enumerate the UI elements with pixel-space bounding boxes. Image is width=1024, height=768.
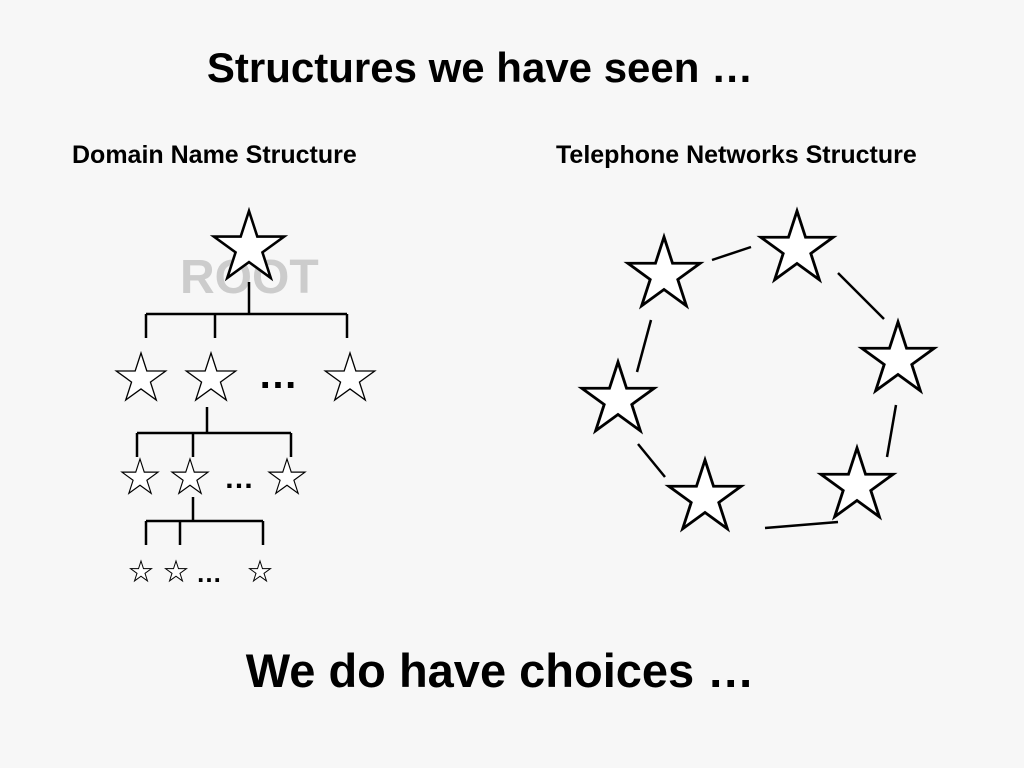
slide-title: Structures we have seen …	[206, 44, 754, 91]
network-node-star	[862, 322, 934, 391]
telephone-networks-structure-heading: Telephone Networks Structure	[556, 141, 917, 169]
domain-tree: ROOT … …	[116, 211, 374, 588]
level2-star	[172, 459, 208, 493]
level2-ellipsis: …	[224, 462, 254, 495]
level2-star	[122, 459, 158, 493]
telephone-ring	[582, 211, 934, 529]
level3-ellipsis: …	[196, 558, 222, 588]
level1-star	[116, 353, 165, 400]
level1-star	[325, 353, 374, 400]
network-node-star	[582, 362, 654, 431]
network-node-star	[628, 237, 700, 306]
network-node-star	[669, 460, 741, 529]
domain-name-structure-heading: Domain Name Structure	[72, 141, 357, 169]
level3-star	[166, 561, 187, 581]
level2-star	[269, 459, 305, 493]
level3-star	[131, 561, 152, 581]
closing-statement: We do have choices …	[245, 644, 755, 697]
network-node-star	[761, 211, 833, 280]
ring-connectors	[635, 245, 898, 530]
level1-star	[186, 353, 235, 400]
level3-star	[250, 561, 271, 581]
network-node-star	[821, 448, 893, 517]
tree-connectors	[135, 282, 349, 545]
level1-ellipsis: …	[258, 353, 298, 397]
